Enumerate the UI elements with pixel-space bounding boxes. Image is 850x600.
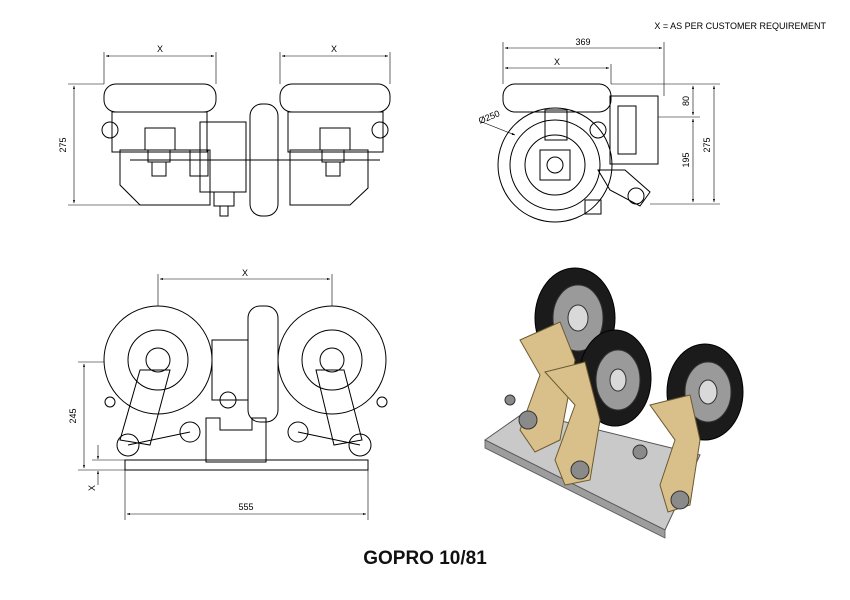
front-x-right-label: X (331, 44, 337, 54)
plan-x-label: X (242, 268, 248, 278)
isometric-render (484, 267, 744, 539)
front-height-label: 275 (58, 137, 68, 152)
drawing-title: GOPRO 10/81 (363, 548, 487, 569)
side-x-label: X (554, 57, 560, 67)
plan-offset-label: X (87, 485, 97, 491)
side-view: Ø250 369 X 80 195 275 (477, 37, 720, 223)
front-view: X X 275 (58, 44, 391, 217)
plan-height-label: 245 (68, 408, 78, 423)
side-top-label: 80 (681, 96, 691, 106)
requirement-note: X = AS PER CUSTOMER REQUIREMENT (654, 21, 826, 31)
side-diameter-label: Ø250 (477, 108, 501, 126)
side-width-label: 369 (575, 37, 590, 47)
side-bottom-label: 195 (681, 152, 691, 167)
plan-width-label: 555 (238, 502, 253, 512)
plan-view: X 245 X 555 (68, 268, 388, 520)
side-total-label: 275 (702, 137, 712, 152)
front-x-left-label: X (157, 44, 163, 54)
